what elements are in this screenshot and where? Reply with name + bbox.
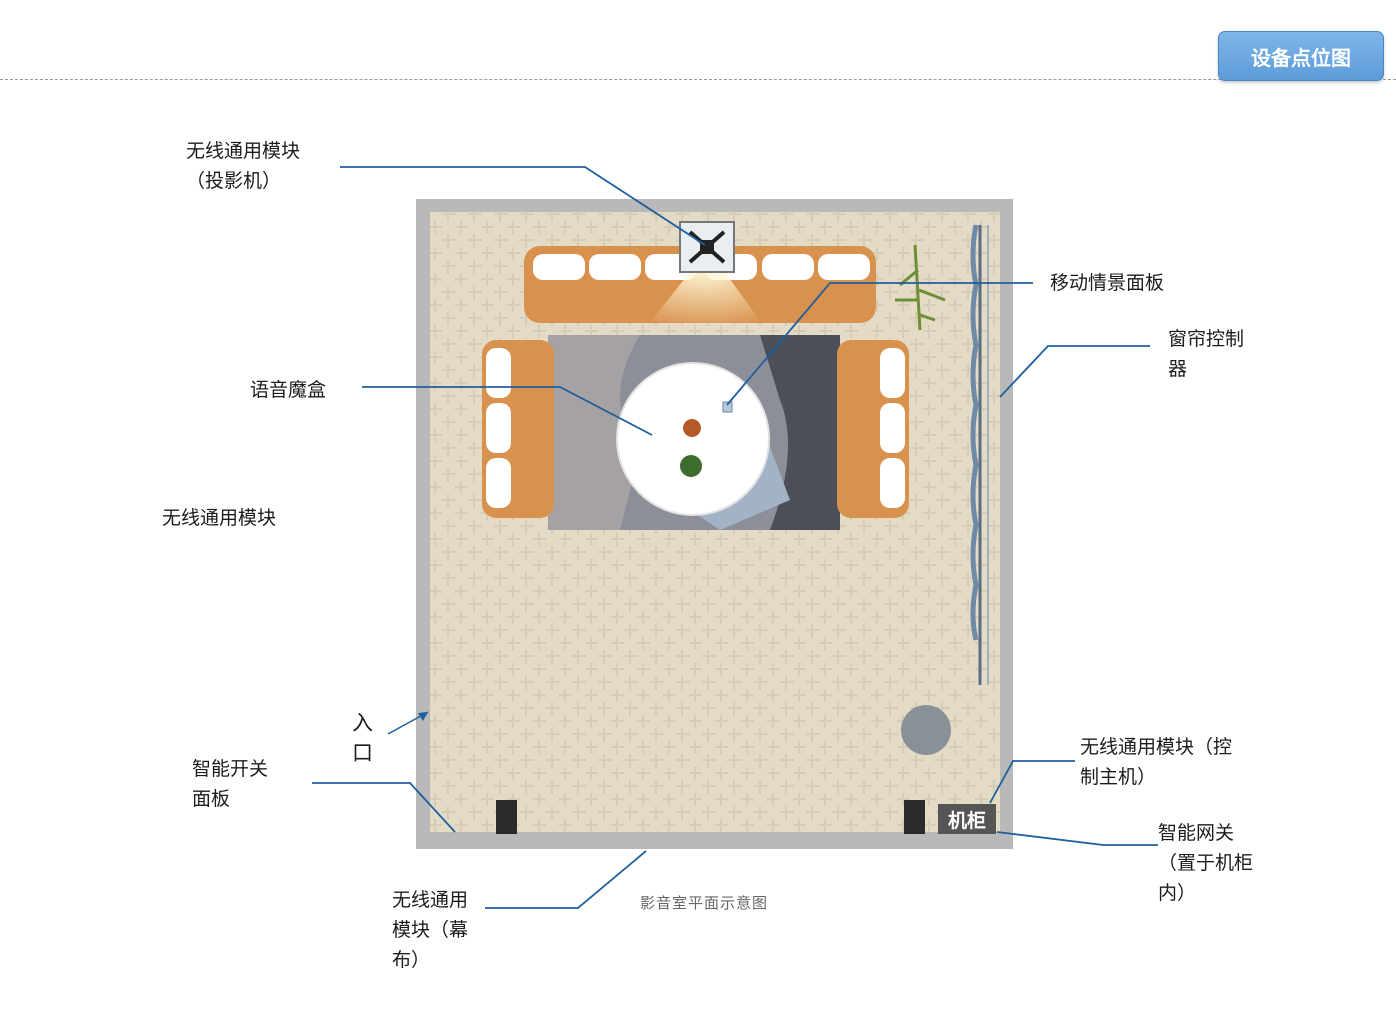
label-screen-module: 无线通用 模块（幕 布）: [392, 889, 469, 971]
speaker-left: [496, 800, 517, 834]
mobile-scene-panel-device: [722, 401, 733, 413]
projector-beam: [640, 272, 770, 335]
header-divider: [0, 79, 1396, 80]
label-voice-box: 语音魔盒: [250, 379, 327, 401]
curtain: [970, 224, 979, 641]
label-curtain-controller: 窗帘控制 器: [1168, 328, 1245, 380]
cabinet: 机柜: [938, 804, 996, 834]
label-projector-module: 无线通用模块 （投影机）: [186, 140, 301, 192]
label-control-host-module: 无线通用模块（控 制主机）: [1080, 736, 1233, 788]
label-smart-switch: 智能开关 面板: [192, 758, 269, 810]
label-entrance: 入 口: [352, 711, 373, 765]
label-mobile-scene-panel: 移动情景面板: [1050, 272, 1165, 294]
stool: [901, 705, 951, 755]
coffee-table: [616, 362, 770, 516]
device-layout-button[interactable]: 设备点位图: [1218, 31, 1384, 81]
speaker-right: [904, 800, 925, 834]
label-wireless-module: 无线通用模块: [162, 507, 277, 529]
label-smart-gateway: 智能网关 （置于机柜 内）: [1158, 822, 1254, 904]
plant: [895, 244, 946, 331]
leader-lines: [312, 166, 1158, 909]
diagram-caption: 影音室平面示意图: [640, 894, 769, 912]
